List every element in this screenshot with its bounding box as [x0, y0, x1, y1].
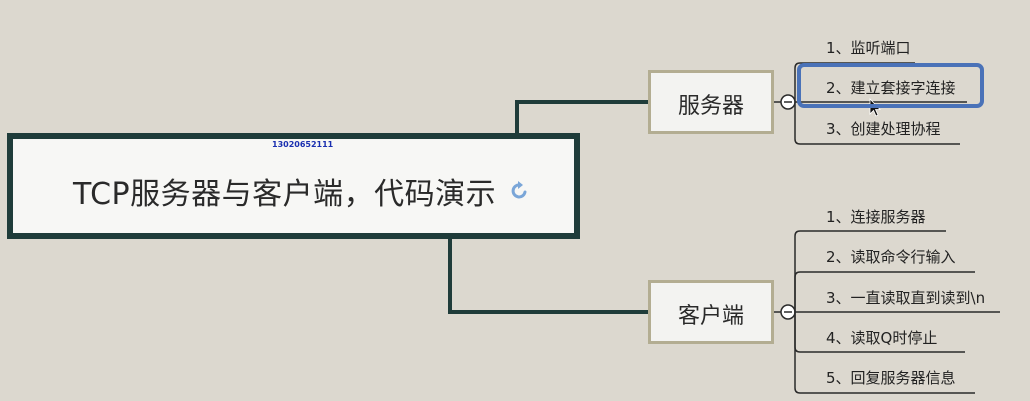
server-item-listen-port[interactable]: 1、监听端口 — [826, 39, 911, 57]
branch-server-label: 服务器 — [677, 94, 744, 119]
client-item-stop-on-q[interactable]: 4、读取Q时停止 — [826, 329, 938, 347]
refresh-icon[interactable] — [509, 179, 531, 201]
client-item-connect-server[interactable]: 1、连接服务器 — [826, 208, 926, 226]
branch-client-label: 客户端 — [677, 304, 744, 329]
client-item-read-cli-input[interactable]: 2、读取命令行输入 — [826, 248, 956, 266]
server-item-handler-goroutine[interactable]: 3、创建处理协程 — [826, 120, 941, 138]
server-item-socket-connect[interactable]: 2、建立套接字连接 — [826, 79, 956, 97]
client-item-read-until-newline[interactable]: 3、一直读取直到读到\n — [826, 289, 986, 307]
connector-root-server — [515, 100, 648, 133]
selection-highlight — [797, 63, 984, 108]
branch-client[interactable]: 客户端 — [648, 280, 774, 344]
client-item-reply-server[interactable]: 5、回复服务器信息 — [826, 369, 956, 387]
connector-root-client — [448, 239, 648, 314]
branch-server[interactable]: 服务器 — [648, 70, 774, 134]
root-topic-title: TCP服务器与客户端，代码演示 — [73, 177, 497, 212]
root-topic[interactable]: 13020652111 TCP服务器与客户端，代码演示 — [7, 133, 580, 239]
watermark-number: 13020652111 — [272, 140, 334, 149]
